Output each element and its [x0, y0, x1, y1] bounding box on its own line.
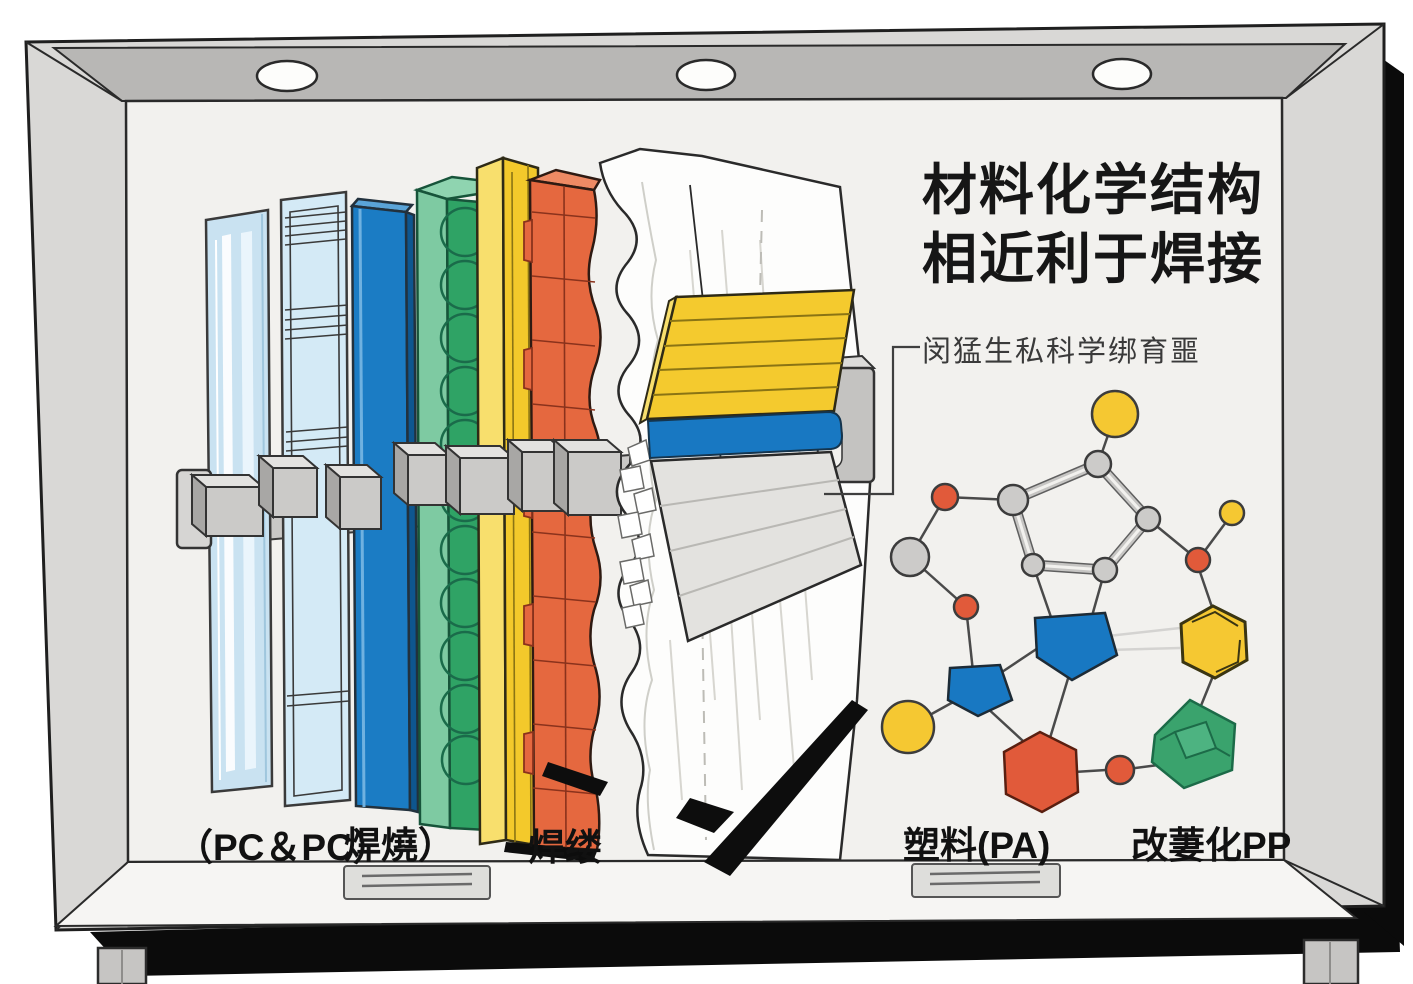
molecule-diagram — [880, 389, 1249, 814]
blue-weld-strip — [646, 410, 844, 460]
atom-gray-large — [889, 536, 931, 578]
rod-connectors — [175, 437, 624, 550]
light-1 — [255, 59, 319, 93]
ground-shadows — [504, 700, 868, 876]
rod-cube-7 — [551, 437, 624, 518]
blue-pentagon-small — [946, 663, 1014, 718]
yellow-flange-plate — [638, 288, 856, 426]
label-pc-pair: （PC＆PC） — [176, 827, 390, 868]
light-2 — [675, 58, 737, 92]
callout-leader-line — [824, 345, 920, 496]
plaque-right — [911, 863, 1061, 898]
rod-cube-5 — [443, 443, 517, 517]
yellow-hexagon — [1179, 604, 1249, 680]
rod-cube-4 — [391, 440, 452, 508]
molecule-atoms — [880, 389, 1249, 814]
label-modified-pp: 改萋化PP — [1131, 825, 1292, 866]
brick-rows — [531, 211, 597, 795]
atom-yellow-large — [1090, 389, 1140, 439]
crumple-texture — [617, 438, 657, 629]
atom-yellow-left — [880, 699, 936, 755]
label-weld-b: 焊缕 — [528, 827, 602, 868]
label-plastic-pa: 塑料(PA) — [903, 825, 1051, 866]
red-hexagon — [1002, 730, 1080, 814]
plaque-left — [343, 865, 491, 900]
flange-assembly — [638, 288, 877, 643]
atom-yellow-small — [1218, 499, 1246, 527]
board-legs — [96, 938, 1360, 984]
rod-cube-2 — [256, 453, 320, 520]
poster-title: 材料化学结构 相近利于焊接 — [922, 156, 1282, 295]
layer-orange-board — [523, 168, 602, 852]
rod-cube-3 — [323, 462, 384, 532]
label-weld-a: 焊燒） — [344, 825, 455, 866]
gray-flange-plate — [649, 450, 863, 643]
rod-cube-1 — [189, 472, 266, 539]
callout-label: 闵猛生私科学绑育噩 — [922, 336, 1202, 368]
title-line-2: 相近利于焊接 — [922, 228, 1265, 291]
title-line-1: 材料化学结构 — [922, 159, 1265, 221]
blue-pentagon-large — [1033, 611, 1119, 682]
light-3 — [1091, 57, 1153, 91]
green-cube — [1150, 698, 1237, 790]
